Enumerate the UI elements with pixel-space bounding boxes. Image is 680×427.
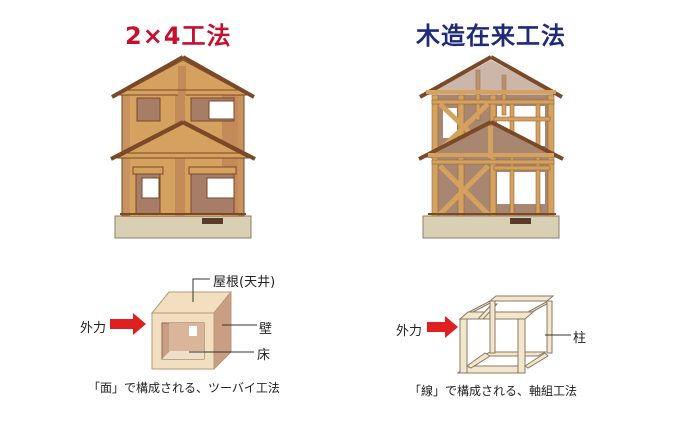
force-arrow-icon: [427, 316, 458, 338]
force-arrow-icon: [110, 313, 146, 335]
foundation: [422, 215, 560, 239]
floor-label: 床: [257, 348, 271, 363]
title-2x4-method: 2×4工法: [125, 22, 232, 50]
vent: [202, 218, 223, 224]
wall-label: 壁: [259, 322, 273, 337]
panel-box-diagram: [110, 278, 257, 371]
house-conventional-illustration: [418, 55, 564, 239]
external-force-label: 外力: [396, 324, 423, 339]
foundation: [114, 215, 252, 239]
roof-ceiling-label: 屋根(天井): [213, 275, 276, 290]
right-caption: 「線」で構成される、軸組工法: [409, 384, 578, 398]
pillar-label: 柱: [573, 331, 587, 346]
vent: [510, 218, 531, 224]
house-2x4-illustration: [110, 55, 256, 239]
frame-box-diagram: [427, 295, 571, 374]
left-caption: 「面」で構成される、ツーバイ工法: [88, 381, 280, 395]
external-force-label: 外力: [80, 321, 107, 336]
title-conventional-wood-method: 木造在来工法: [416, 22, 566, 50]
